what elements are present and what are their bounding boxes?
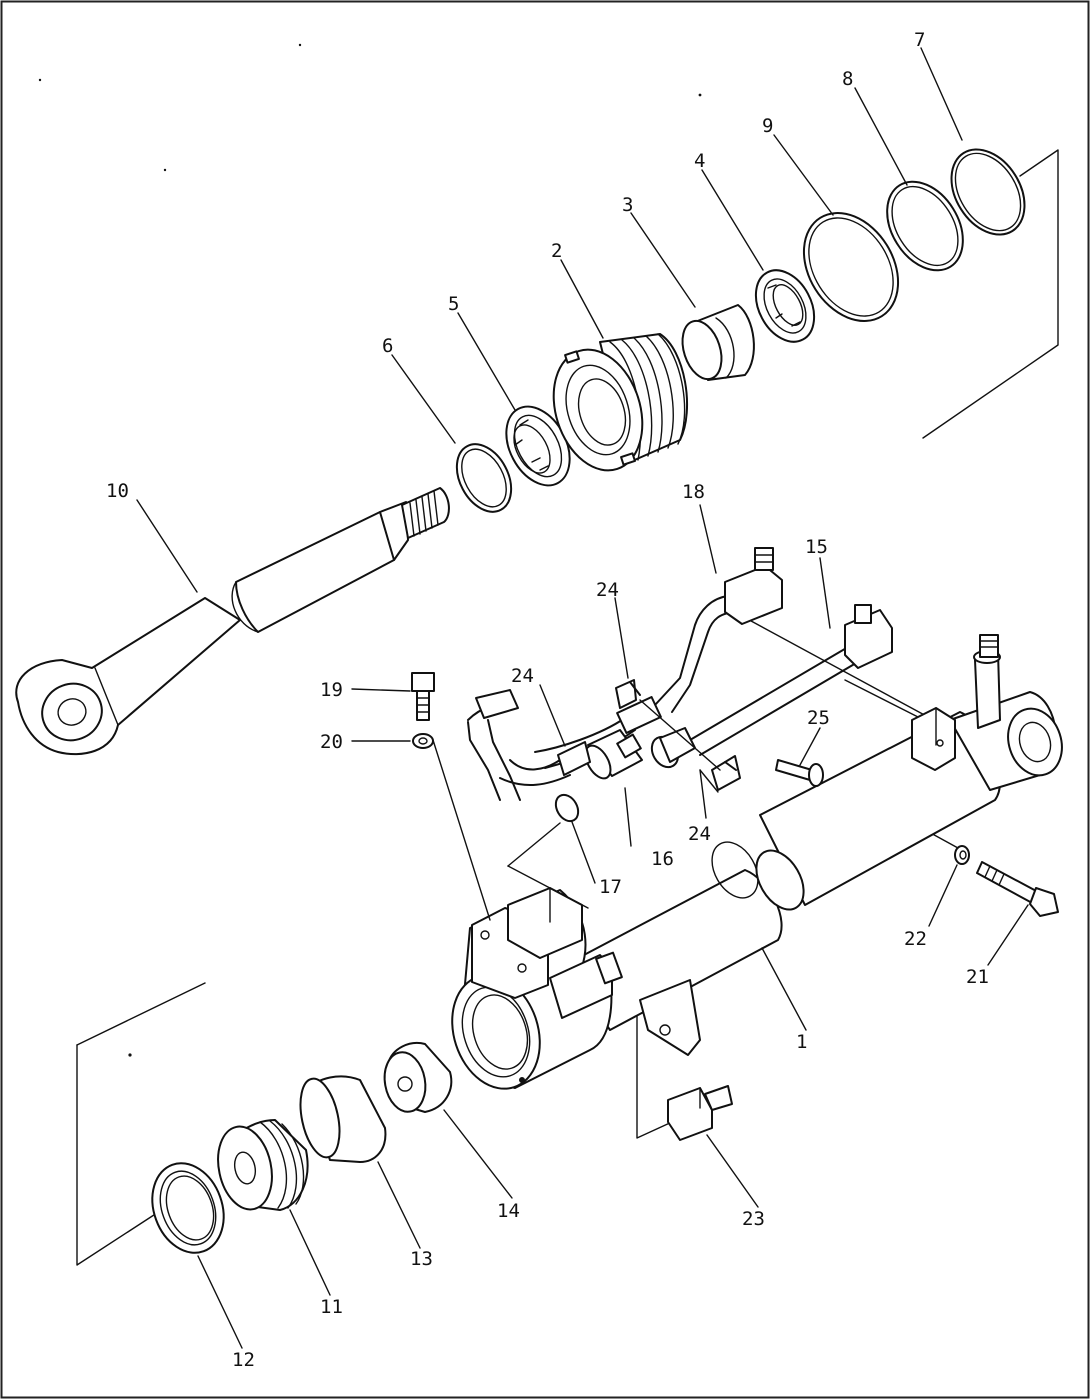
bolt-part-21: [976, 861, 1059, 917]
label-part-16: 16: [651, 848, 674, 870]
ring-part-7: [950, 148, 1026, 236]
label-part-23: 23: [742, 1208, 765, 1230]
label-part-5: 5: [448, 293, 459, 315]
bolt-part-25: [775, 759, 824, 787]
label-part-3: 3: [622, 194, 633, 216]
label-part-24-right: 24: [688, 823, 711, 845]
label-part-21: 21: [966, 966, 989, 988]
label-part-22: 22: [904, 928, 927, 950]
clip-part-24-left: [557, 741, 591, 776]
label-part-11: 11: [320, 1296, 343, 1318]
label-part-15: 15: [805, 536, 828, 558]
label-part-20: 20: [320, 731, 343, 753]
label-part-18: 18: [682, 481, 705, 503]
label-part-25: 25: [807, 707, 830, 729]
o-ring-part-9: [802, 212, 900, 322]
label-part-13: 13: [410, 1248, 433, 1270]
label-part-14: 14: [497, 1200, 520, 1222]
bushing-part-3: [681, 304, 755, 381]
label-part-2: 2: [551, 240, 562, 262]
cylinder-body-part-1: [451, 634, 1063, 1090]
group-bracket-lines: [76, 149, 1059, 1266]
tube-part-15: [650, 604, 893, 769]
label-part-12: 12: [232, 1349, 255, 1371]
clip-part-24-right: [711, 755, 741, 791]
seal-ring-part-12: [151, 1162, 225, 1254]
fitting-part-16: [584, 729, 643, 780]
bushing-part-13: [299, 1075, 387, 1163]
label-part-8: 8: [842, 68, 853, 90]
backup-ring-part-8: [886, 180, 964, 272]
label-part-17: 17: [599, 876, 622, 898]
label-part-6: 6: [382, 335, 393, 357]
washer-part-20: [412, 733, 434, 749]
label-part-10: 10: [106, 480, 129, 502]
seal-part-4: [754, 269, 816, 343]
label-part-4: 4: [694, 150, 705, 172]
label-part-1: 1: [796, 1031, 807, 1053]
label-part-24-upper: 24: [596, 579, 619, 601]
o-ring-part-17: [554, 793, 580, 823]
bolt-part-19: [411, 672, 435, 721]
leader-lines: [136, 47, 1029, 1349]
clip-part-24-upper: [615, 679, 641, 709]
snap-ring-part-6: [455, 443, 513, 513]
piston-rod-part-10: [15, 487, 450, 756]
label-part-7: 7: [914, 29, 925, 51]
label-part-9: 9: [762, 115, 773, 137]
adapter-part-23: [667, 1085, 733, 1141]
part-labels: 7 8 9 4 3 2 5 6 10 18 15 24 24 19 20 25 …: [106, 29, 989, 1371]
piston-part-11: [217, 1119, 309, 1211]
nut-part-14: [383, 1042, 453, 1113]
speckle-dots: [38, 43, 702, 1057]
label-part-19: 19: [320, 679, 343, 701]
label-part-24-left: 24: [511, 665, 534, 687]
cylinder-head-part-2: [552, 333, 689, 472]
tube-part-18: [467, 547, 783, 801]
washer-part-22: [954, 845, 970, 865]
